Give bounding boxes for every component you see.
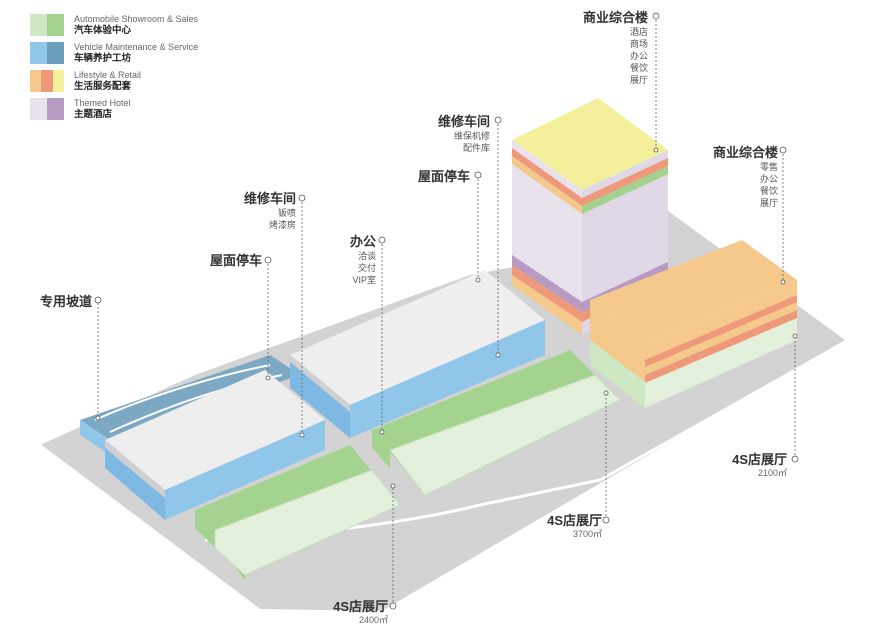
label-title: 4S店展厅 bbox=[333, 599, 388, 614]
label-sub: 洽谈 bbox=[357, 251, 376, 261]
label-sub: 零售 bbox=[759, 162, 778, 172]
leader-lines bbox=[97, 20, 796, 606]
label-commercial-right: 商业综合楼 零售 办公 餐饮 展厅 bbox=[713, 145, 778, 209]
label-sub: 商场 bbox=[629, 39, 648, 49]
legend-label-en: Lifestyle & Retail bbox=[74, 70, 142, 80]
label-showroom-left: 4S店展厅 2400㎡ bbox=[333, 599, 388, 626]
legend-label-cn: 汽车体验中心 bbox=[74, 25, 132, 36]
label-showroom-right: 4S店展厅 2100㎡ bbox=[732, 452, 787, 479]
label-tower: 商业综合楼 酒店 商场 办公 餐饮 展厅 bbox=[583, 10, 648, 86]
repair-left-building bbox=[105, 370, 325, 520]
label-roof-parking-center: 屋面停车 bbox=[418, 169, 470, 185]
label-title: 4S店展厅 bbox=[547, 513, 602, 528]
label-roof-parking-left: 屋面停车 bbox=[210, 253, 262, 269]
label-title: 商业综合楼 bbox=[712, 145, 778, 160]
label-sub: 办公 bbox=[629, 51, 648, 61]
legend-label-en: Themed Hotel bbox=[74, 98, 131, 108]
label-sub: 配件库 bbox=[462, 143, 490, 153]
label-title: 办公 bbox=[349, 234, 376, 249]
label-area: 3700㎡ bbox=[572, 529, 602, 539]
label-title: 维修车间 bbox=[243, 191, 296, 206]
label-office: 办公 洽谈 交付 VIP室 bbox=[350, 234, 376, 286]
label-title: 屋面停车 bbox=[209, 253, 262, 268]
label-title: 4S店展厅 bbox=[732, 452, 787, 467]
label-sub: 餐饮 bbox=[629, 63, 648, 73]
legend-label-en: Automobile Showroom & Sales bbox=[74, 14, 199, 24]
showroom-center-building bbox=[372, 350, 621, 496]
label-title: 专用坡道 bbox=[39, 294, 92, 309]
legend-swatch bbox=[30, 98, 64, 120]
label-sub: 展厅 bbox=[629, 75, 648, 85]
label-showroom-center: 4S店展厅 3700㎡ bbox=[547, 513, 602, 540]
label-repair-center: 维修车间 维保机修 配件库 bbox=[438, 114, 490, 154]
label-area: 2400㎡ bbox=[358, 615, 388, 625]
legend-label-en: Vehicle Maintenance & Service bbox=[74, 42, 199, 52]
label-sub: 餐饮 bbox=[759, 186, 778, 196]
label-sub: 交付 bbox=[357, 263, 376, 273]
label-sub: VIP室 bbox=[352, 275, 376, 285]
office-building bbox=[290, 270, 545, 438]
showroom-left-building bbox=[195, 445, 401, 580]
commercial-right-building bbox=[590, 240, 797, 408]
site-road-edge bbox=[39, 444, 381, 613]
label-area: 2100㎡ bbox=[757, 468, 787, 478]
label-sub: 烤漆房 bbox=[268, 220, 296, 230]
label-title: 商业综合楼 bbox=[582, 10, 648, 25]
label-title: 维修车间 bbox=[437, 114, 490, 129]
ramp-building bbox=[80, 355, 300, 455]
label-sub: 办公 bbox=[759, 174, 778, 184]
label-sub: 酒店 bbox=[629, 27, 648, 37]
label-ramp: 专用坡道 bbox=[40, 294, 92, 310]
label-sub: 展厅 bbox=[759, 198, 778, 208]
leader-endpoints bbox=[94, 12, 799, 610]
legend-swatch bbox=[30, 42, 64, 64]
legend-label-cn: 主题酒店 bbox=[74, 109, 113, 120]
label-repair-left: 维修车间 钣喷 烤漆房 bbox=[244, 191, 296, 231]
label-title: 屋面停车 bbox=[417, 169, 470, 184]
legend-label-cn: 生活服务配套 bbox=[74, 81, 132, 92]
label-sub: 维保机修 bbox=[453, 131, 490, 141]
label-sub: 钣喷 bbox=[277, 208, 296, 218]
legend-label-cn: 车辆养护工坊 bbox=[74, 53, 132, 64]
legend-swatch bbox=[30, 14, 64, 36]
legend-swatch bbox=[30, 70, 64, 92]
